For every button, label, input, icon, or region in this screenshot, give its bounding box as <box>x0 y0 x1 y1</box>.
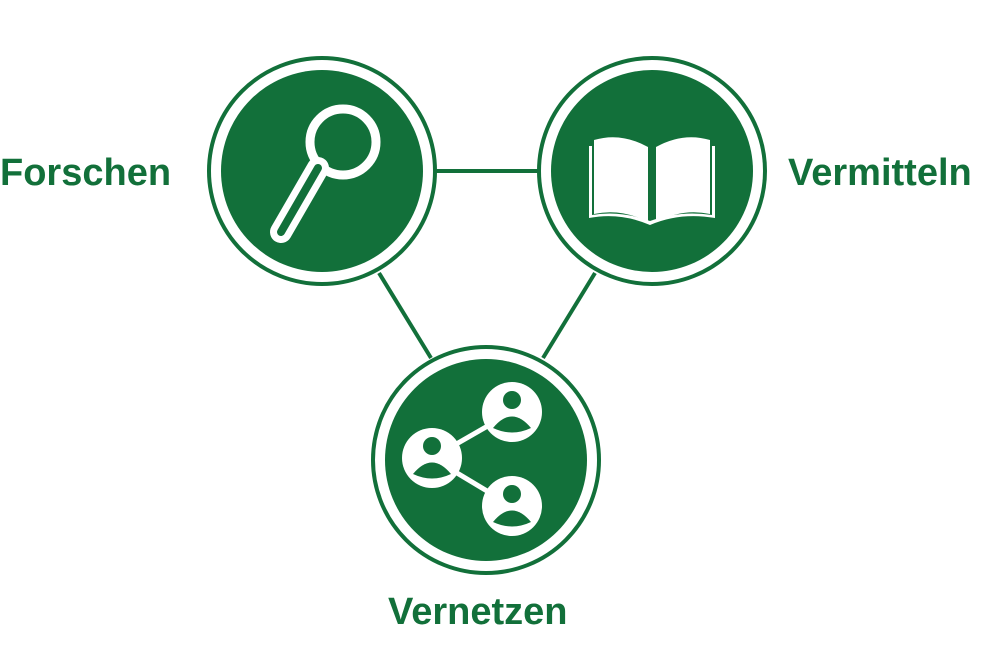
node-forschen-outer-ring <box>207 56 437 286</box>
node-vernetzen-outer-ring <box>371 345 601 575</box>
node-forschen <box>207 56 437 286</box>
node-vernetzen <box>371 345 601 575</box>
label-vernetzen: Vernetzen <box>388 591 568 633</box>
node-vermitteln-disc <box>551 70 753 272</box>
label-forschen: Forschen <box>0 152 172 194</box>
person-avatar-left <box>402 428 462 488</box>
connector-vermitteln-vernetzen <box>541 271 597 360</box>
person-avatar-top <box>482 382 542 442</box>
connector-forschen-vernetzen <box>377 271 433 360</box>
magnifying-glass-icon <box>270 104 381 243</box>
connector-lines <box>377 169 597 360</box>
label-vermitteln: Vermitteln <box>788 152 972 194</box>
network-people-icon <box>402 382 542 536</box>
node-vermitteln-outer-ring <box>537 56 767 286</box>
open-book-icon <box>589 137 715 225</box>
person-avatar-bottom <box>482 476 542 536</box>
node-vermitteln <box>537 56 767 286</box>
